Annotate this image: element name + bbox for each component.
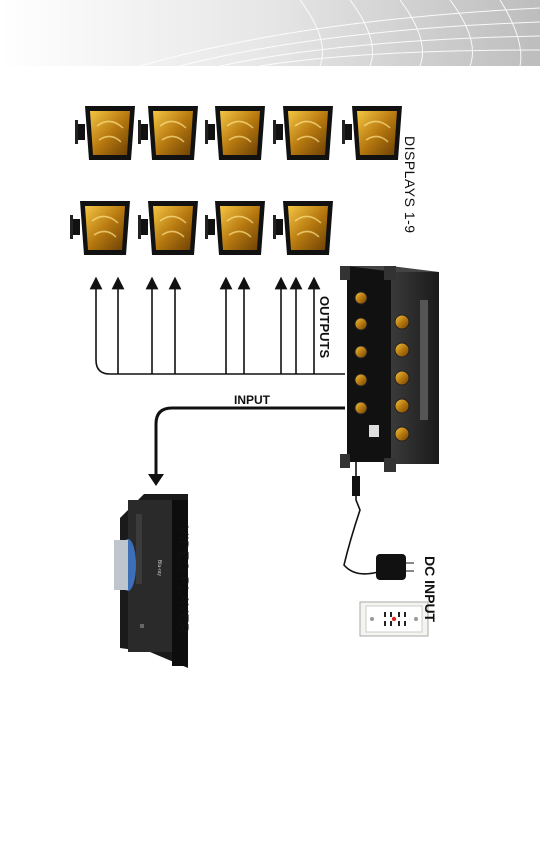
wall-outlet-icon xyxy=(360,602,428,636)
display-5 xyxy=(342,106,402,160)
display-3 xyxy=(205,106,265,160)
output-cables xyxy=(96,283,345,374)
display-4 xyxy=(273,106,333,160)
display-1 xyxy=(75,106,135,160)
display-7 xyxy=(138,201,198,255)
display-9 xyxy=(273,201,333,255)
display-2 xyxy=(138,106,198,160)
video-player-label: VIDEO PLAYER xyxy=(176,526,192,634)
input-label: INPUT xyxy=(234,393,270,407)
displays-label: DISPLAYS 1-9 xyxy=(402,136,418,234)
power-adapter-icon xyxy=(376,554,414,580)
svg-text:Blu-ray: Blu-ray xyxy=(156,560,162,576)
display-8 xyxy=(205,201,265,255)
input-cable xyxy=(156,408,345,478)
input-arrowhead xyxy=(148,474,164,486)
dc-cable xyxy=(344,462,378,574)
display-6 xyxy=(70,201,130,255)
outputs-label: OUTPUTS xyxy=(317,296,332,358)
dc-input-label: DC INPUT xyxy=(422,556,438,622)
distribution-amplifier-icon xyxy=(340,266,439,472)
